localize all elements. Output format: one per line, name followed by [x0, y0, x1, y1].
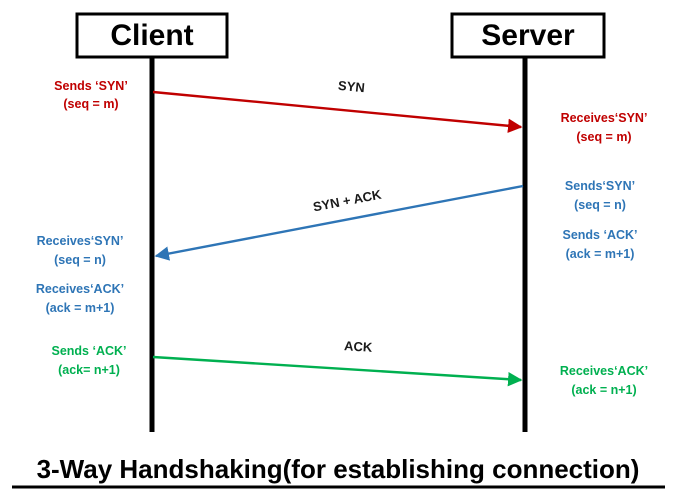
note-server-ack-recv-line1: Receives‘ACK’ [560, 364, 648, 378]
message-ack: ACK [152, 338, 523, 387]
server-label: Server [481, 19, 575, 52]
ack-arrow-label: ACK [344, 338, 374, 355]
ack-arrow [152, 355, 523, 387]
note-client-ack-recv-line2: (ack = m+1) [46, 301, 115, 315]
note-server-syn-recv-line1: Receives‘SYN’ [561, 111, 648, 125]
message-syn: SYN [152, 78, 523, 133]
syn-arrow-label: SYN [337, 78, 365, 95]
note-client-ack-recv: Receives‘ACK’ (ack = m+1) [36, 282, 124, 315]
note-server-ack-send: Sends ‘ACK’ (ack = m+1) [562, 228, 637, 261]
note-server-ack-recv: Receives‘ACK’ (ack = n+1) [560, 364, 648, 397]
syn-ack-arrow-label: SYN + ACK [312, 187, 383, 215]
message-syn-ack: SYN + ACK [154, 184, 524, 261]
participant-client: Client [75, 12, 229, 432]
note-client-ack-send-line1: Sends ‘ACK’ [51, 344, 126, 358]
server-box [450, 12, 606, 59]
note-client-ack-send: Sends ‘ACK’ (ack= n+1) [51, 344, 126, 377]
note-client-syn-send-line1: Sends ‘SYN’ [54, 79, 128, 93]
note-server-syn-recv: Receives‘SYN’ (seq = m) [561, 111, 648, 144]
note-server-syn-send-line1: Sends‘SYN’ [565, 179, 635, 193]
note-client-syn-recv-line1: Receives‘SYN’ [37, 234, 124, 248]
diagram-caption: 3-Way Handshaking(for establishing conne… [12, 454, 665, 489]
note-server-syn-send-line2: (seq = n) [574, 198, 626, 212]
note-client-ack-send-line2: (ack= n+1) [58, 363, 120, 377]
caption-text: 3-Way Handshaking(for establishing conne… [37, 454, 640, 484]
syn-arrow [152, 90, 523, 133]
note-server-ack-send-line2: (ack = m+1) [566, 247, 635, 261]
note-client-syn-recv: Receives‘SYN’ (seq = n) [37, 234, 124, 267]
note-server-ack-recv-line2: (ack = n+1) [571, 383, 636, 397]
note-server-syn-recv-line2: (seq = m) [576, 130, 631, 144]
participant-server: Server [450, 12, 606, 432]
note-client-syn-send: Sends ‘SYN’ (seq = m) [54, 79, 128, 111]
note-client-syn-recv-line2: (seq = n) [54, 253, 106, 267]
note-server-syn-send: Sends‘SYN’ (seq = n) [565, 179, 635, 212]
client-label: Client [110, 19, 193, 52]
note-client-syn-send-line2: (seq = m) [63, 97, 118, 111]
syn-ack-arrow [154, 184, 524, 261]
note-server-ack-send-line1: Sends ‘ACK’ [562, 228, 637, 242]
note-client-ack-recv-line1: Receives‘ACK’ [36, 282, 124, 296]
